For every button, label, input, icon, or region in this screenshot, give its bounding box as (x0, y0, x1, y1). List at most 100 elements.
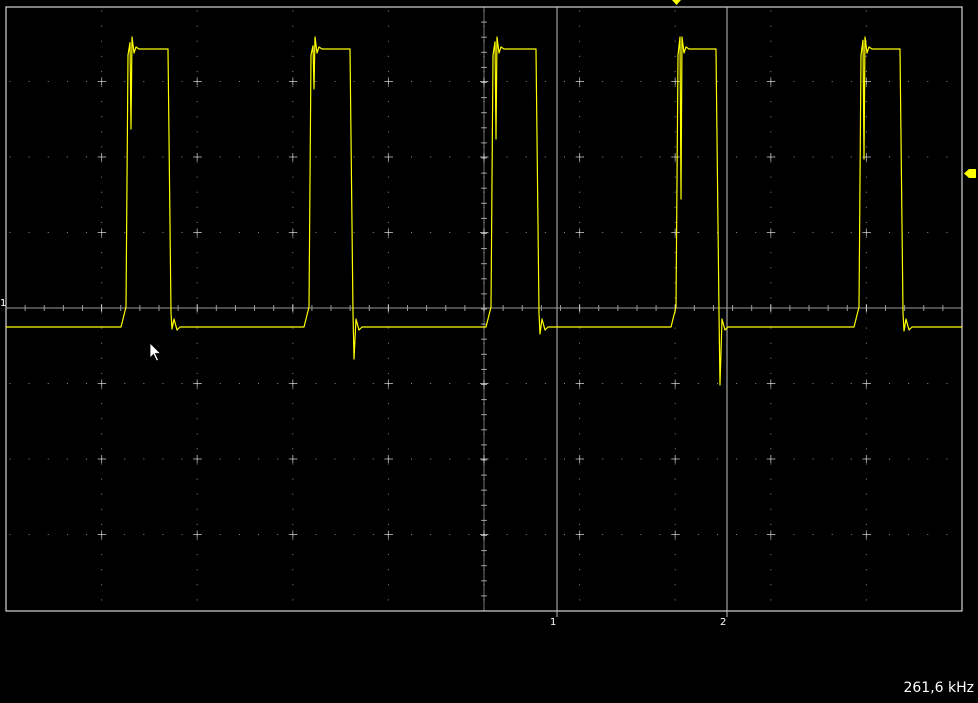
arrow-left-icon[interactable] (964, 169, 976, 178)
graticule-dot (602, 232, 604, 233)
graticule-dot (697, 534, 699, 535)
graticule-dot (579, 463, 581, 465)
graticule-dot (483, 131, 485, 133)
graticule-dot (85, 81, 87, 82)
graticule-dot (602, 383, 604, 384)
graticule-dot (387, 478, 389, 480)
cursor-2-label[interactable]: 2 (720, 617, 726, 628)
graticule-dot (411, 156, 413, 158)
graticule-dot (124, 534, 126, 535)
graticule-dot (315, 156, 317, 158)
graticule-dot (621, 156, 623, 158)
graticule-dot (181, 232, 183, 233)
cursor-1-label[interactable]: 1 (550, 617, 556, 628)
graticule-dot (831, 534, 833, 535)
graticule-dot (674, 221, 676, 223)
graticule-dot (865, 101, 867, 103)
graticule-dot (716, 458, 718, 460)
graticule-dot (219, 383, 221, 384)
graticule-dot (315, 232, 317, 233)
graticule-dot (946, 81, 948, 82)
graticule-dot (946, 458, 948, 460)
graticule-dot (579, 357, 581, 359)
graticule-dot (162, 232, 164, 233)
graticule-dot (181, 458, 183, 460)
graticule-dot (162, 534, 164, 535)
graticule-dot (865, 312, 867, 314)
graticule-dot (387, 40, 389, 42)
graticule-dot (525, 458, 527, 460)
graticule-dot (736, 458, 738, 460)
graticule-dot (387, 267, 389, 269)
graticule-dot (659, 232, 661, 233)
channel-1-ground-label[interactable]: 1 (0, 298, 6, 309)
graticule-dot (579, 161, 581, 163)
graticule-dot (659, 81, 661, 82)
graticule-dot (865, 70, 867, 72)
graticule-dot (770, 221, 772, 223)
graticule-dot (483, 539, 485, 540)
graticule-dot (292, 10, 294, 12)
graticule-dot (659, 156, 661, 158)
graticule-dot (101, 282, 103, 284)
graticule-dot (9, 383, 11, 384)
graticule-dot (181, 81, 183, 82)
graticule-dot (101, 297, 103, 299)
graticule-dot (101, 267, 103, 269)
graticule-dot (196, 327, 198, 329)
graticule-dot (292, 403, 294, 405)
graticule-dot (621, 534, 623, 535)
graticule-dot (387, 448, 389, 450)
graticule-dot (865, 206, 867, 208)
graticule-dot (674, 191, 676, 193)
graticule-dot (196, 418, 198, 420)
graticule-dot (28, 383, 30, 384)
graticule-dot (277, 156, 279, 158)
graticule-dot (387, 116, 389, 118)
graticule-dot (770, 312, 772, 314)
graticule-dot (143, 81, 145, 82)
graticule-dot (449, 232, 451, 233)
graticule-dot (865, 191, 867, 193)
graticule-dot (47, 156, 49, 158)
graticule-dot (483, 206, 485, 208)
graticule-dot (889, 81, 891, 82)
graticule-dot (101, 237, 103, 238)
graticule-dot (621, 81, 623, 82)
graticule-dot (277, 232, 279, 233)
graticule-dot (277, 534, 279, 535)
graticule-dot (334, 458, 336, 460)
graticule-dot (770, 508, 772, 510)
triangle-down-icon[interactable] (672, 0, 681, 5)
graticule-dot (387, 131, 389, 133)
graticule-dot (579, 403, 581, 405)
graticule-dot (292, 101, 294, 103)
graticule-dot (640, 534, 642, 535)
graticule-dot (579, 327, 581, 329)
graticule-dot (196, 161, 198, 163)
graticule-dot (196, 206, 198, 208)
graticule-dot (468, 156, 470, 158)
graticule-dot (865, 161, 867, 163)
graticule-dot (292, 237, 294, 238)
graticule-dot (101, 433, 103, 435)
graticule-dot (674, 327, 676, 329)
graticule-dot (770, 86, 772, 87)
graticule-dot (468, 81, 470, 82)
graticule-dot (430, 232, 432, 233)
graticule-dot (770, 267, 772, 269)
graticule-dot (353, 534, 355, 535)
graticule-dot (927, 534, 929, 535)
graticule-dot (219, 534, 221, 535)
graticule-dot (483, 237, 485, 238)
graticule-dot (101, 418, 103, 420)
graticule-dot (85, 232, 87, 233)
graticule-dot (674, 312, 676, 314)
graticule-dot (353, 156, 355, 158)
graticule-dot (770, 493, 772, 495)
graticule-dot (85, 534, 87, 535)
graticule-dot (411, 232, 413, 233)
graticule-dot (387, 327, 389, 329)
graticule-dot (387, 418, 389, 420)
